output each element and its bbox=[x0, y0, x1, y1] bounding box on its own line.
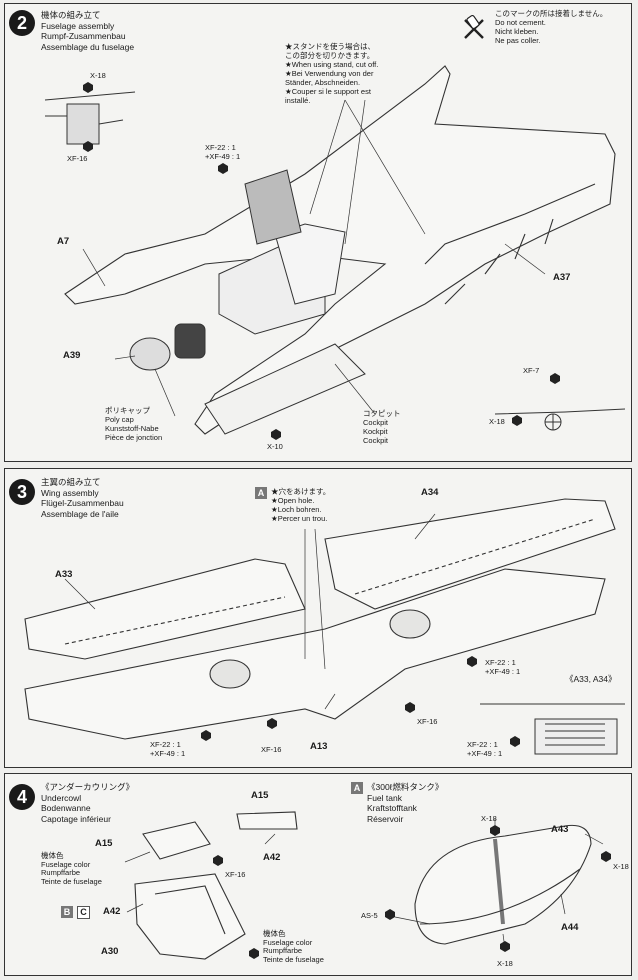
body-color-note: 機体色 Fuselage color Rumpffarbe Teinte de … bbox=[41, 851, 102, 886]
paint-x18-top: X-18 bbox=[481, 814, 497, 823]
paint-marker-icon bbox=[218, 163, 228, 174]
paint-mix: XF-22 : 1 +XF-49 : 1 bbox=[205, 143, 241, 161]
part-a15-inset: A15 bbox=[251, 790, 269, 801]
step-3-panel: 3 主翼の組み立て Wing assembly Flügel-Zusammenb… bbox=[4, 468, 632, 768]
body-color-note-2: 機体色 Fuselage color Rumpffarbe Teinte de … bbox=[263, 929, 324, 964]
paint-xf16: XF-16 bbox=[417, 717, 438, 726]
step-4-panel: 4 《アンダーカウリング》 Undercowl Bodenwanne Capot… bbox=[4, 773, 632, 976]
paint-marker-icon bbox=[83, 141, 93, 152]
paint-xf16-left: XF-16 bbox=[261, 745, 282, 754]
step-title: 《アンダーカウリング》 Undercowl Bodenwanne Capotag… bbox=[41, 782, 135, 824]
paint-marker-icon bbox=[385, 909, 395, 920]
paint-xf16: XF-16 bbox=[225, 870, 246, 879]
no-cement-icon bbox=[464, 14, 484, 39]
paint-marker-icon bbox=[512, 415, 522, 426]
no-cement-note: このマークの所は接着しません。 Do not cement. Nicht kle… bbox=[495, 9, 608, 45]
tank-title: 《300ℓ燃料タンク》 Fuel tank Kraftstofftank Rés… bbox=[367, 782, 444, 824]
paint-x18-inset: X-18 bbox=[489, 417, 505, 426]
inset-label: 《A33, A34》 bbox=[565, 674, 617, 684]
cockpit-note: コクピット Cockpit Kockpit Cockpit bbox=[363, 409, 401, 445]
step-title: 主翼の組み立て Wing assembly Flügel-Zusammenbau… bbox=[41, 477, 124, 519]
tank-tag: A bbox=[351, 782, 363, 794]
step-number: 2 bbox=[9, 10, 35, 36]
stand-note: ★スタンドを使う場合は、 この部分を切りかきます。 ★When using st… bbox=[285, 42, 379, 105]
paint-x10: X-10 bbox=[267, 442, 283, 451]
part-a30: A30 bbox=[101, 946, 119, 957]
part-a42-inset: A42 bbox=[263, 852, 281, 863]
paint-marker-icon bbox=[467, 656, 477, 667]
version-tag-b: B bbox=[61, 906, 73, 918]
paint-marker-icon bbox=[405, 702, 415, 713]
part-a43: A43 bbox=[551, 824, 569, 835]
polycap-note: ポリキャップ Poly cap Kunststoff-Nabe Pièce de… bbox=[105, 406, 163, 442]
fuselage-drawing bbox=[44, 65, 626, 440]
part-a13: A13 bbox=[310, 741, 328, 752]
part-a7: A7 bbox=[57, 236, 70, 247]
paint-marker-icon bbox=[267, 718, 277, 729]
part-a42: A42 bbox=[103, 906, 121, 917]
paint-marker-icon bbox=[500, 941, 510, 952]
part-a33: A33 bbox=[55, 569, 73, 580]
paint-marker-icon bbox=[83, 82, 93, 93]
paint-x18-right: X-18 bbox=[613, 862, 629, 871]
wing-drawing bbox=[24, 498, 625, 755]
part-a44: A44 bbox=[561, 922, 579, 933]
step-2-panel: 2 機体の組み立て Fuselage assembly Rumpf-Zusamm… bbox=[4, 3, 632, 462]
undercowl-tank-drawing bbox=[124, 811, 611, 960]
paint-marker-icon bbox=[490, 825, 500, 836]
paint-marker-icon bbox=[271, 429, 281, 440]
step-number: 3 bbox=[9, 479, 35, 505]
hole-note: ★穴をあけます。 ★Open hole. ★Loch bohren. ★Perc… bbox=[271, 487, 331, 523]
paint-marker-icon bbox=[601, 851, 611, 862]
paint-xf16: XF-16 bbox=[67, 154, 88, 163]
paint-marker-icon bbox=[201, 730, 211, 741]
step-number: 4 bbox=[9, 784, 35, 810]
paint-mix-left: XF-22 : 1 +XF-49 : 1 bbox=[150, 740, 186, 758]
paint-marker-icon bbox=[249, 948, 259, 959]
part-a39: A39 bbox=[63, 350, 81, 361]
part-a15: A15 bbox=[95, 838, 113, 849]
part-a34: A34 bbox=[421, 487, 439, 498]
hole-tag: A bbox=[255, 487, 267, 499]
step-title: 機体の組み立て Fuselage assembly Rumpf-Zusammen… bbox=[41, 10, 135, 52]
version-tag-c: C bbox=[77, 906, 90, 919]
paint-xf7: XF-7 bbox=[523, 366, 540, 375]
paint-mix-inset: XF-22 : 1 +XF-49 : 1 bbox=[467, 740, 503, 758]
paint-marker-icon bbox=[510, 736, 520, 747]
paint-mix-right: XF-22 : 1 +XF-49 : 1 bbox=[485, 658, 521, 676]
paint-marker-icon bbox=[550, 373, 560, 384]
paint-marker-icon bbox=[213, 855, 223, 866]
paint-x18-bottom: X-18 bbox=[497, 959, 513, 968]
paint-x18: X-18 bbox=[90, 71, 106, 80]
paint-as5: AS-5 bbox=[361, 911, 378, 920]
part-a37: A37 bbox=[553, 272, 571, 283]
